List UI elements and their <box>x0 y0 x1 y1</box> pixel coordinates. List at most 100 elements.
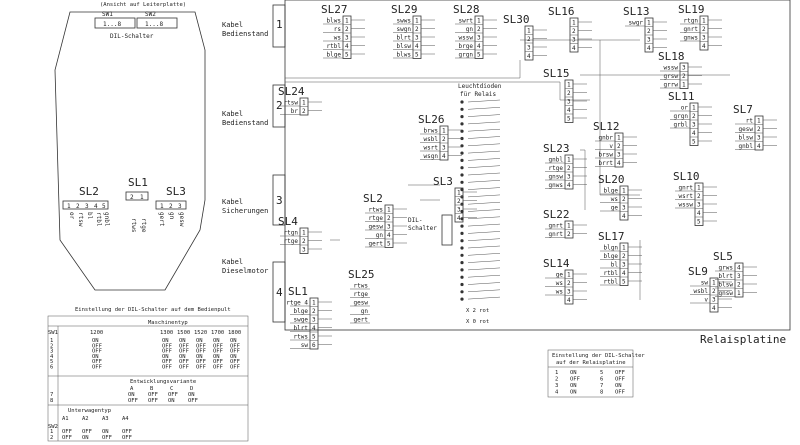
wire: rtge <box>140 218 147 233</box>
wire-label: blrt <box>719 273 734 280</box>
pin: 3 <box>682 65 686 72</box>
led-dot <box>460 122 464 126</box>
wire-label: rt <box>746 118 754 125</box>
pin: 3 <box>692 122 696 129</box>
cell-value: OFF <box>179 343 189 349</box>
wire-label: gnrt <box>684 26 699 33</box>
cell-value: OFF <box>92 365 102 371</box>
pin: 2 <box>345 26 349 33</box>
wire-label: grrw <box>664 82 679 89</box>
pin: 1 <box>457 190 461 197</box>
wire-label: rtge <box>354 291 369 298</box>
pin: 2 <box>737 282 741 289</box>
wire-label: brws <box>424 128 439 135</box>
machine-type: 1800 <box>228 330 241 336</box>
machine-type: 1300 <box>160 330 173 336</box>
wire-label: swgn <box>397 26 412 33</box>
svg-text:DIL-: DIL- <box>408 217 422 224</box>
cell-value: OFF <box>213 349 223 355</box>
wire-label: wssw <box>679 202 694 209</box>
connector-title: SL27 <box>321 3 348 16</box>
pin: 4 <box>697 210 701 217</box>
wire-label: gnbl <box>549 157 564 164</box>
wire-label: blgn <box>604 245 619 252</box>
routing-lines <box>285 39 730 300</box>
pin: 4 <box>757 143 761 150</box>
pin: 3 <box>415 35 419 42</box>
wire-label: swrt <box>459 18 474 25</box>
connector-title: SL14 <box>543 257 570 270</box>
cell-value: ON <box>92 354 99 360</box>
cell-value: OFF <box>162 343 172 349</box>
relay-k1-label: X 0 rot <box>466 319 489 325</box>
wire-label: gnws <box>549 182 564 189</box>
cell-value: ON <box>570 370 577 376</box>
pin: 1 <box>702 18 706 25</box>
wire-label: or <box>681 105 689 112</box>
wire-label: wsrt <box>679 193 694 200</box>
connector-title: SL11 <box>668 90 695 103</box>
pin: 1 <box>345 18 349 25</box>
wire-label: rtgn <box>284 230 299 237</box>
cell-value: ON <box>102 429 109 435</box>
wire-label: swgr <box>629 20 644 27</box>
wire-label: gesw <box>354 300 369 307</box>
pin: 5 <box>102 203 106 210</box>
wire-label: wsbl <box>424 136 439 143</box>
wire-label: rtws <box>294 334 309 341</box>
led-dot <box>460 129 464 133</box>
svg-text:auf der Relaisplatine: auf der Relaisplatine <box>556 360 626 366</box>
wire-label: gnrt <box>549 223 564 230</box>
sw2-range: 1...8 <box>145 21 163 28</box>
dil-switch-header: (Ansicht auf Leiterplatte) SW1 SW2 1...8… <box>94 2 186 40</box>
cell-value: OFF <box>162 359 172 365</box>
relay-board-outline <box>284 0 791 331</box>
cell-value: OFF <box>615 370 625 376</box>
led-dot <box>460 253 464 257</box>
pin: 4 <box>572 45 576 52</box>
pin: 4 <box>477 43 481 50</box>
pin: 3 <box>442 145 446 152</box>
pin: 2 <box>567 280 571 287</box>
pin: 3 <box>622 262 626 269</box>
pin: 1 <box>567 272 571 279</box>
cell-value: OFF <box>615 390 625 396</box>
connector-title: SL17 <box>598 230 625 243</box>
connector-title: SL13 <box>623 5 650 18</box>
pin: 3 <box>457 207 461 214</box>
pin: 3 <box>567 99 571 106</box>
wire-label: rtsw <box>284 100 299 107</box>
wire: gnbl <box>103 212 110 227</box>
cable-4: Kabel Dieselmotor 4 <box>222 258 286 323</box>
svg-text:Bedienstand: Bedienstand <box>222 119 268 127</box>
connector-title: SL29 <box>391 3 418 16</box>
pin: 3 <box>622 205 626 212</box>
pin: 3 <box>737 273 741 280</box>
cell-value: ON <box>570 383 577 389</box>
pin: 3 <box>697 202 701 209</box>
wire-label: blws <box>327 18 342 25</box>
pin: 4 <box>617 160 621 167</box>
view-note: (Ansicht auf Leiterplatte) <box>100 2 186 8</box>
wire-label: gnrt <box>679 185 694 192</box>
svg-text:3: 3 <box>276 194 283 207</box>
pin: 3 <box>302 247 306 254</box>
cell-value: ON <box>570 390 577 396</box>
wire-label: grgn <box>459 52 474 59</box>
pin: 3 <box>527 45 531 52</box>
pin: 3 <box>567 174 571 181</box>
pin: 3 <box>647 37 651 44</box>
variant: A <box>130 386 134 392</box>
connector-title: SL24 <box>278 85 305 98</box>
cell-value: 5 <box>600 370 603 376</box>
